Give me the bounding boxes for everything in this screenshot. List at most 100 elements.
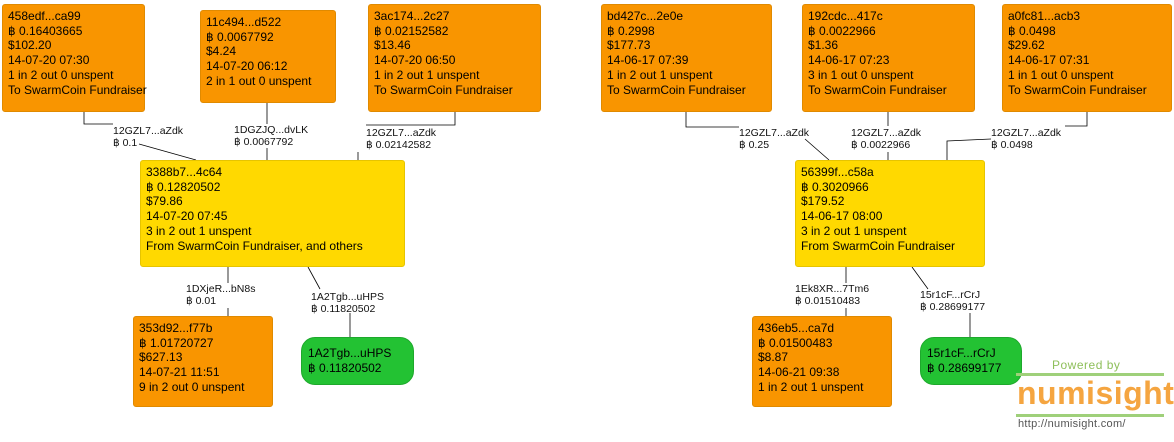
tx-btc-amount: ฿ 0.3020966: [801, 179, 869, 194]
edge-label: 12GZL7...aZdk ฿ 0.25: [739, 127, 809, 151]
edge-address: 15r1cF...rCrJ: [920, 289, 981, 301]
edge-address: 1DXjeR...bN8s: [186, 283, 256, 295]
tx-hash: 3ac174...2c27: [374, 9, 450, 23]
input-transaction-node[interactable]: a0fc81...acb3 ฿ 0.0498 $29.62 14-06-17 0…: [1002, 4, 1172, 112]
edge-line: [946, 138, 992, 160]
input-transaction-node[interactable]: 192cdc...417c ฿ 0.0022966 $1.36 14-06-17…: [802, 4, 975, 112]
numisight-logo[interactable]: Powered by numisight http://numisight.co…: [1014, 358, 1174, 436]
tx-io-summary: 1 in 2 out 1 unspent: [374, 67, 480, 82]
tx-description: To SwarmCoin Fundraiser: [1008, 82, 1147, 97]
edge-address: 12GZL7...aZdk: [739, 127, 810, 139]
tx-io-summary: 1 in 2 out 1 unspent: [607, 67, 713, 82]
tx-hash: bd427c...2e0e: [607, 9, 684, 23]
edge-amount: ฿ 0.25: [739, 139, 770, 151]
tx-io-summary: 9 in 2 out 0 unspent: [139, 379, 245, 394]
tx-timestamp: 14-06-21 09:38: [758, 365, 840, 380]
tx-io-summary: 1 in 1 out 0 unspent: [1008, 67, 1114, 82]
tx-timestamp: 14-07-20 07:45: [146, 209, 228, 224]
powered-by-text: Powered by: [1052, 358, 1121, 372]
tx-io-summary: 3 in 2 out 1 unspent: [801, 223, 907, 238]
tx-io-summary: 3 in 1 out 0 unspent: [808, 67, 914, 82]
edge-line: [307, 266, 321, 290]
tx-description: From SwarmCoin Fundraiser: [801, 238, 956, 253]
tx-btc-amount: ฿ 0.12820502: [146, 179, 221, 194]
logo-url: http://numisight.com/: [1018, 418, 1126, 430]
tx-hash: 11c494...d522: [206, 15, 282, 29]
address-btc-amount: ฿ 0.28699177: [927, 360, 1002, 375]
tx-btc-amount: ฿ 0.16403665: [8, 23, 83, 38]
edge-label: 12GZL7...aZdk ฿ 0.0022966: [851, 127, 921, 151]
tx-description: To SwarmCoin Fundraiser: [8, 82, 147, 97]
input-transaction-node[interactable]: 3ac174...2c27 ฿ 0.02152582 $13.46 14-07-…: [368, 4, 541, 112]
edge-address: 12GZL7...aZdk: [851, 127, 922, 139]
tx-usd-amount: $79.86: [146, 194, 183, 209]
output-transaction-node[interactable]: 436eb5...ca7d ฿ 0.01500483 $8.87 14-06-2…: [752, 316, 892, 407]
tx-btc-amount: ฿ 0.0067792: [206, 29, 274, 44]
tx-btc-amount: ฿ 0.0022966: [808, 23, 876, 38]
output-transaction-node[interactable]: 353d92...f77b ฿ 1.01720727 $627.13 14-07…: [133, 316, 273, 407]
tx-timestamp: 14-07-21 11:51: [139, 365, 220, 380]
tx-description: To SwarmCoin Fundraiser: [607, 82, 746, 97]
edge-amount: ฿ 0.0067792: [234, 136, 294, 148]
edge-label: 1A2Tgb...uHPS ฿ 0.11820502: [311, 291, 384, 315]
address-hash: 15r1cF...rCrJ: [927, 346, 996, 360]
tx-hash: 56399f...c58a: [801, 165, 874, 179]
tx-hash: 458edf...ca99: [8, 9, 81, 23]
center-transaction-node[interactable]: 3388b7...4c64 ฿ 0.12820502 $79.86 14-07-…: [140, 160, 405, 267]
tx-io-summary: 3 in 2 out 1 unspent: [146, 223, 252, 238]
edge-line: [685, 112, 739, 128]
edge-amount: ฿ 0.1: [113, 137, 138, 149]
tx-usd-amount: $177.73: [607, 38, 651, 53]
tx-description: To SwarmCoin Fundraiser: [808, 82, 947, 97]
tx-btc-amount: ฿ 0.2998: [607, 23, 655, 38]
edge-amount: ฿ 0.11820502: [311, 303, 376, 315]
edge-amount: ฿ 0.02142582: [366, 139, 432, 151]
tx-timestamp: 14-07-20 06:12: [206, 59, 288, 74]
tx-hash: 3388b7...4c64: [146, 165, 223, 179]
tx-usd-amount: $102.20: [8, 38, 52, 53]
tx-timestamp: 14-07-20 07:30: [8, 53, 90, 68]
center-transaction-node[interactable]: 56399f...c58a ฿ 0.3020966 $179.52 14-06-…: [795, 160, 985, 267]
edge-line: [138, 143, 197, 161]
logo-divider: [1016, 414, 1164, 417]
edge-amount: ฿ 0.01: [186, 295, 217, 307]
tx-description: From SwarmCoin Fundraiser, and others: [146, 238, 363, 253]
edge-line: [1065, 112, 1088, 127]
edge-address: 12GZL7...aZdk: [366, 127, 437, 139]
edge-line: [804, 138, 830, 161]
tx-usd-amount: $13.46: [374, 38, 411, 53]
output-address-node[interactable]: 1A2Tgb...uHPS ฿ 0.11820502: [301, 337, 414, 385]
tx-io-summary: 1 in 2 out 0 unspent: [8, 67, 114, 82]
tx-hash: 436eb5...ca7d: [758, 321, 835, 335]
tx-timestamp: 14-07-20 06:50: [374, 53, 456, 68]
edge-amount: ฿ 0.0022966: [851, 139, 911, 151]
tx-timestamp: 14-06-17 07:31: [1008, 53, 1090, 68]
edge-amount: ฿ 0.28699177: [920, 301, 986, 313]
edge-address: 1DGZJQ...dvLK: [234, 124, 309, 136]
edge-line: [83, 112, 113, 125]
tx-hash: a0fc81...acb3: [1008, 9, 1081, 23]
tx-usd-amount: $4.24: [206, 44, 237, 59]
tx-btc-amount: ฿ 0.0498: [1008, 23, 1056, 38]
edge-label: 15r1cF...rCrJ ฿ 0.28699177: [920, 289, 985, 313]
tx-usd-amount: $627.13: [139, 350, 183, 365]
tx-btc-amount: ฿ 1.01720727: [139, 335, 214, 350]
edge-label: 1Ek8XR...7Tm6 ฿ 0.01510483: [795, 283, 869, 307]
edge-address: 1A2Tgb...uHPS: [311, 291, 384, 303]
output-address-node[interactable]: 15r1cF...rCrJ ฿ 0.28699177: [920, 337, 1022, 385]
input-transaction-node[interactable]: bd427c...2e0e ฿ 0.2998 $177.73 14-06-17 …: [601, 4, 772, 112]
tx-timestamp: 14-06-17 07:23: [808, 53, 890, 68]
edge-line: [911, 266, 929, 290]
input-transaction-node[interactable]: 458edf...ca99 ฿ 0.16403665 $102.20 14-07…: [2, 4, 147, 112]
input-transaction-node[interactable]: 11c494...d522 ฿ 0.0067792 $4.24 14-07-20…: [200, 10, 336, 103]
edge-amount: ฿ 0.0498: [991, 139, 1033, 151]
tx-timestamp: 14-06-17 07:39: [607, 53, 689, 68]
tx-usd-amount: $29.62: [1008, 38, 1045, 53]
edge-address: 12GZL7...aZdk: [991, 127, 1062, 139]
tx-hash: 192cdc...417c: [808, 9, 883, 23]
tx-usd-amount: $179.52: [801, 194, 845, 209]
logo-wordmark: numisight: [1017, 375, 1174, 411]
address-btc-amount: ฿ 0.11820502: [308, 360, 382, 375]
tx-io-summary: 1 in 2 out 1 unspent: [758, 379, 864, 394]
